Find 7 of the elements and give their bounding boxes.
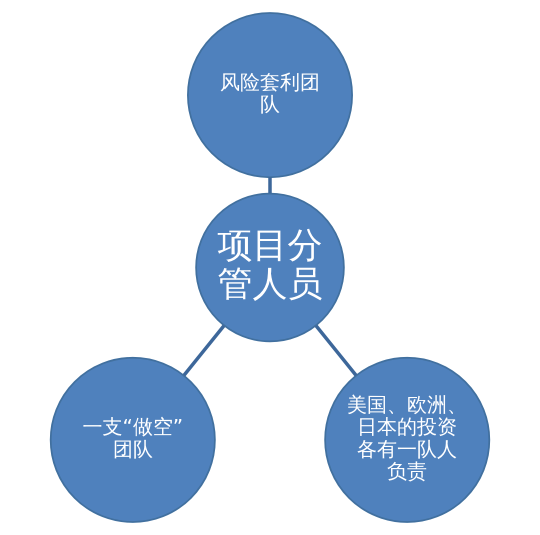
connector xyxy=(182,324,226,376)
connector xyxy=(314,324,358,376)
connector xyxy=(268,177,272,194)
node-circle: 一支“做空”团队 xyxy=(50,356,216,523)
node-circle: 美国、欧洲、日本的投资各有一队人负责 xyxy=(324,356,490,523)
node-circle: 项目分管人员 xyxy=(195,192,345,342)
node-circle: 风险套利团队 xyxy=(187,12,353,178)
